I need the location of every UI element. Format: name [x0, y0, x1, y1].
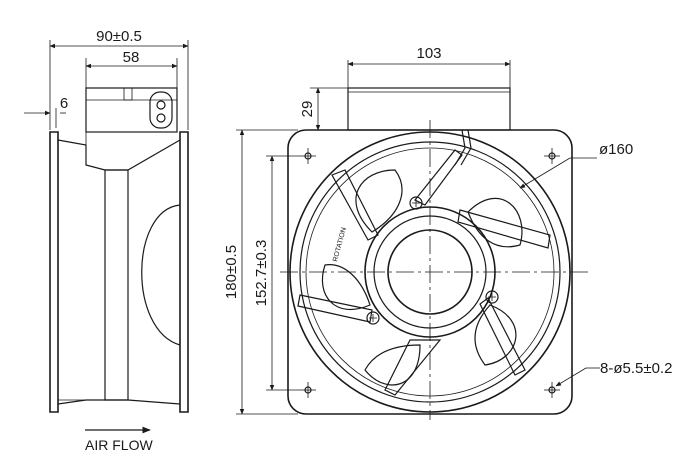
center-lines: [280, 120, 590, 420]
outer-size-label: 180±0.5: [223, 245, 240, 299]
fan-spokes: [297, 149, 551, 396]
holes-label: 8-ø5.5±0.2: [600, 360, 672, 377]
flange-dimension: 6: [24, 95, 68, 128]
box-width-dimension: 58: [85, 49, 178, 69]
fan-hub: [364, 196, 499, 338]
terminal-box-side: [85, 87, 178, 165]
terminal-box-front: [310, 60, 511, 131]
hole-pitch-dimension: 152.7±0.3: [253, 155, 300, 391]
airflow-arrow: AIR FLOW: [85, 426, 153, 453]
lead-wire: [454, 129, 472, 166]
side-view: 90±0.5 58 6: [24, 28, 189, 453]
box-height-dimension: 29: [299, 87, 321, 131]
overall-depth-dimension: 90±0.5: [49, 28, 189, 49]
box-height-label: 29: [299, 101, 316, 118]
flange-label: 6: [60, 95, 68, 112]
box-length-dimension: 103: [347, 45, 511, 67]
front-view: 103 29: [223, 45, 672, 420]
hole-pitch-label: 152.7±0.3: [253, 240, 270, 307]
box-width-label: 58: [123, 49, 140, 66]
fan-body-side: [49, 131, 189, 413]
box-length-label: 103: [416, 45, 441, 62]
airflow-label: AIR FLOW: [85, 437, 153, 453]
overall-depth-label: 90±0.5: [96, 28, 142, 45]
venturi-diameter-label: ø160: [599, 141, 633, 158]
rotation-label: ROTATION: [332, 227, 348, 263]
holes-callout: 8-ø5.5±0.2: [555, 360, 672, 387]
outer-size-dimension: 180±0.5: [223, 129, 298, 415]
venturi-diameter-callout: ø160: [519, 141, 633, 189]
mounting-holes: [300, 148, 560, 398]
